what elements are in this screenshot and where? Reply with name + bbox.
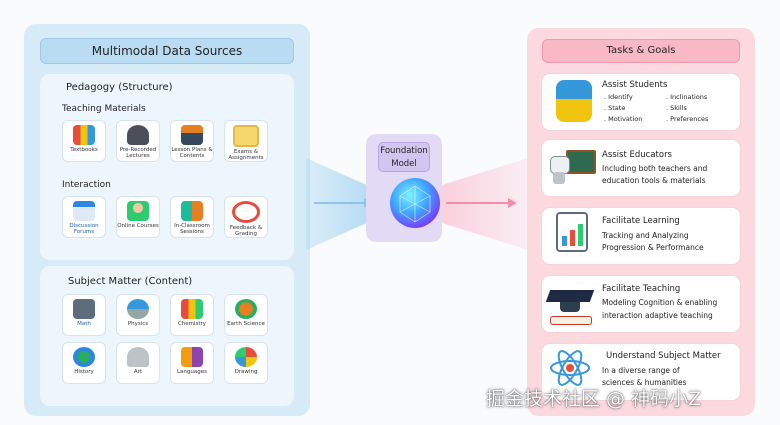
calculator-icon [73,299,95,319]
tile-exams: Exams & Assignments [224,120,268,162]
tile-art: Art [116,342,160,384]
earth-science-icon [235,299,257,319]
foundation-model-label: Foundation Model [378,142,430,172]
globe-icon [73,347,95,367]
tile-history: History [62,342,106,384]
tile-label: Earth Science [227,321,265,327]
neural-sphere-icon [390,178,440,228]
pedagogy-title: Pedagogy (Structure) [66,82,173,93]
sphere-mesh-icon [399,185,431,223]
card-desc-line: In a diverse range of [602,366,680,375]
tile-prerecorded-lectures: Pre-Recorded Lectures [116,120,160,162]
tile-label: Exams & Assignments [228,149,264,161]
card-desc-line: education tools & materials [602,176,706,185]
tile-label: History [74,369,94,375]
textbooks-icon [73,125,95,145]
card-title: Facilitate Teaching [602,284,681,294]
tile-label: Math [77,321,91,327]
card-desc-line: Including both teachers and [602,164,708,173]
tile-label: Pre-Recorded Lectures [119,147,157,159]
tile-physics: Physics [116,294,160,336]
card-desc-line: sciences & humanities [602,378,687,387]
clipboard-chart-icon [556,212,588,252]
card-desc-line: interaction adaptive teaching [602,311,713,320]
tile-classroom-sessions: In-Classroom Sessions [170,196,214,238]
student-attr: . Inclinations [666,93,708,101]
tile-languages: Languages [170,342,214,384]
tile-earth-science: Earth Science [224,294,268,336]
foundation-model-label-line2: Model [391,159,417,169]
card-title: Assist Educators [602,150,672,160]
tile-discussion-forums: Discussion Forums [62,196,106,238]
tile-label: Textbooks [70,147,98,153]
card-title: Assist Students [602,80,668,90]
watermark-text: 掘金技术社区 @ 神码小Z [486,388,702,410]
tile-drawing: Drawing [224,342,268,384]
tile-online-courses: Online Courses [116,196,160,238]
tile-label: Art [133,369,143,375]
backpack-icon [556,80,592,122]
card-title: Facilitate Learning [602,216,680,226]
data-sources-title: Multimodal Data Sources [40,38,294,64]
card-desc-line: Modeling Cognition & enabling [602,298,718,307]
foundation-model-label-line1: Foundation [380,146,428,156]
forum-icon [73,201,95,221]
atom-icon [550,350,590,386]
online-course-icon [127,201,149,221]
tile-label: Physics [127,321,149,327]
tile-label: Feedback & Grading [229,225,263,237]
tile-label: Chemistry [177,321,207,327]
tile-textbooks: Textbooks [62,120,106,162]
tile-label: Drawing [234,369,258,375]
student-attr: . Motivation [604,115,643,123]
palette-icon [235,347,257,367]
exam-icon [233,125,259,147]
tasks-goals-title: Tasks & Goals [542,39,740,63]
card-desc-line: Tracking and Analyzing [602,231,689,240]
student-attr: . Preferences [666,115,709,123]
student-attr: . Identify [604,93,633,101]
chemistry-icon [181,299,203,319]
physics-icon [127,299,149,319]
tile-label: In-Classroom Sessions [174,223,210,235]
tile-label: Languages [176,369,207,375]
bust-icon [127,347,149,367]
subject-matter-title: Subject Matter (Content) [68,276,193,287]
student-attr: . Skills [666,104,687,112]
output-arrow [446,198,517,208]
card-title: Understand Subject Matter [606,351,721,361]
tile-math: Math [62,294,106,336]
lesson-plan-icon [181,125,203,145]
graduation-cap-icon [545,286,595,326]
input-arrow [314,198,372,208]
tile-label: Discussion Forums [69,223,99,235]
robot-blackboard-icon [548,148,596,188]
tile-label: Online Courses [117,223,159,229]
student-attr: . State [604,104,626,112]
feedback-icon [232,201,260,223]
card-desc-line: Progression & Performance [602,243,704,252]
interaction-label: Interaction [62,180,111,190]
tile-label: Lesson Plans & Contents [171,147,213,159]
teaching-materials-label: Teaching Materials [62,104,146,114]
tile-chemistry: Chemistry [170,294,214,336]
video-camera-icon [127,125,149,145]
languages-icon [181,347,203,367]
tile-lesson-plans: Lesson Plans & Contents [170,120,214,162]
tile-feedback-grading: Feedback & Grading [224,196,268,238]
classroom-icon [181,201,203,221]
subject-matter-box [40,266,294,406]
